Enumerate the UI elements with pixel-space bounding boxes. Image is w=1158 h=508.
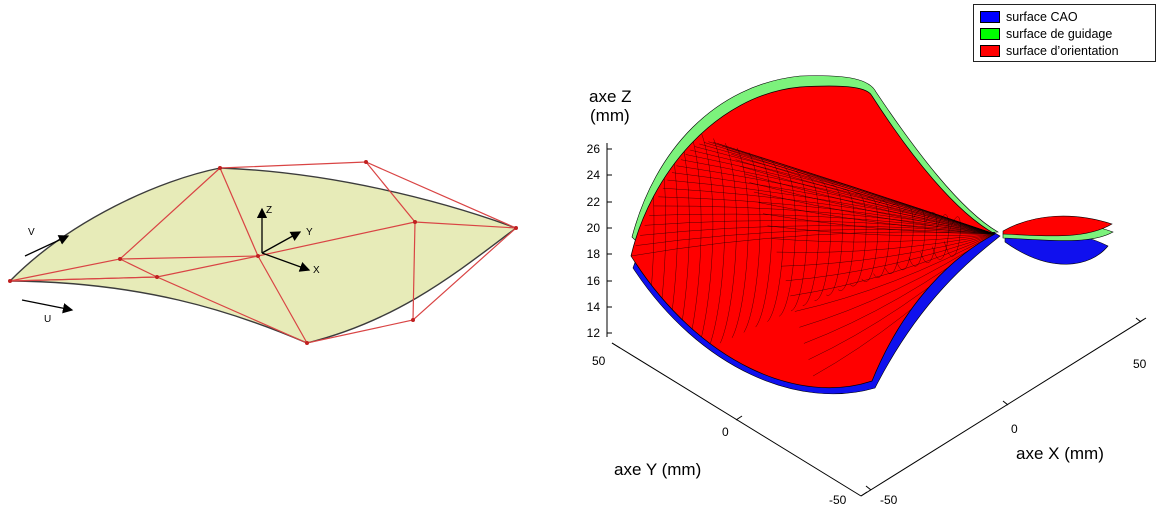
mesh-line <box>667 179 995 235</box>
legend-swatch-blue <box>980 10 1000 23</box>
z-tick: 12 <box>587 326 601 340</box>
mesh-line <box>758 202 995 235</box>
legend-swatch-green <box>980 27 1000 40</box>
mesh-line <box>726 149 995 235</box>
z-axis-ticks <box>607 148 612 334</box>
mesh-line <box>767 225 995 236</box>
z-tick: 16 <box>587 274 601 288</box>
z-tick: 22 <box>587 195 601 209</box>
mesh-line <box>685 154 995 235</box>
mesh-line <box>772 233 995 243</box>
mesh-line <box>635 229 995 246</box>
mesh-line <box>731 147 749 338</box>
v-direction-arrow <box>24 235 70 257</box>
left-surface-diagram: Z Y X V U <box>8 160 518 345</box>
x-axis-ticks <box>865 317 1142 491</box>
z-tick: 14 <box>587 300 601 314</box>
mesh-line <box>740 166 995 235</box>
z-axis-unit: (mm) <box>590 106 630 125</box>
z-tick: 26 <box>587 142 601 156</box>
z-axis-title: axe Z <box>589 87 632 106</box>
z-tick-labels: 26 24 22 20 18 16 14 12 <box>587 142 601 340</box>
z-tick: 24 <box>587 168 601 182</box>
mesh-line <box>755 156 772 328</box>
control-points <box>8 160 518 345</box>
legend-swatch-red <box>980 44 1000 57</box>
legend-label: surface d’orientation <box>1006 43 1119 58</box>
mesh-line <box>932 214 949 260</box>
x-axis-label: X <box>313 265 320 276</box>
mesh-line <box>731 153 995 235</box>
x-tick: 0 <box>1011 422 1018 436</box>
x-axis-title: axe X (mm) <box>1016 444 1104 463</box>
v-direction-label: V <box>28 227 35 238</box>
mesh-line <box>649 213 995 235</box>
mesh-line <box>720 143 737 344</box>
mesh-line <box>696 133 714 354</box>
y-axis-ticks <box>611 342 868 497</box>
right-3d-plot: 26 24 22 20 18 16 14 12 50 0 -50 -50 0 5… <box>587 75 1147 507</box>
legend-item-orientation: surface d’orientation <box>980 42 1155 59</box>
mesh-line <box>735 159 995 235</box>
mesh-line <box>743 152 761 333</box>
mesh-line <box>644 220 995 235</box>
mesh-line <box>744 173 995 235</box>
legend-item-guidage: surface de guidage <box>980 25 1155 42</box>
mesh-line <box>762 213 995 235</box>
mesh-line <box>776 233 995 253</box>
surface-orientation <box>630 85 1113 388</box>
legend-label: surface CAO <box>1006 9 1078 24</box>
mesh-line <box>640 225 995 236</box>
axis-triad <box>256 207 311 272</box>
y-tick: 50 <box>592 354 606 368</box>
mesh-line <box>690 149 995 235</box>
x-axis-arrow <box>261 252 311 272</box>
y-tick: -50 <box>829 493 847 507</box>
z-tick: 20 <box>587 221 601 235</box>
mesh-line <box>944 216 961 257</box>
mesh-line <box>753 191 995 235</box>
u-direction-label: U <box>44 314 51 325</box>
legend-item-cao: surface CAO <box>980 8 1155 25</box>
z-axis-label: Z <box>266 205 272 216</box>
x-tick: 50 <box>1133 357 1147 371</box>
mesh-line <box>658 196 995 235</box>
y-tick: 0 <box>722 425 729 439</box>
mesh-line <box>794 233 995 312</box>
mesh-line <box>717 143 995 235</box>
y-axis-arrow <box>261 231 302 254</box>
mesh-line <box>781 233 995 267</box>
legend: surface CAO surface de guidage surface d… <box>973 4 1156 62</box>
legend-label: surface de guidage <box>1006 26 1113 41</box>
mesh-line <box>749 182 995 235</box>
mesh-line <box>785 233 995 281</box>
y-axis-label: Y <box>306 227 313 238</box>
u-direction-arrow <box>21 299 74 314</box>
x-axis-line <box>860 317 1147 497</box>
z-tick: 18 <box>587 247 601 261</box>
mesh-line <box>631 231 995 257</box>
x-tick: -50 <box>880 493 898 507</box>
mesh-line <box>653 205 995 235</box>
y-axis-title: axe Y (mm) <box>614 460 701 479</box>
